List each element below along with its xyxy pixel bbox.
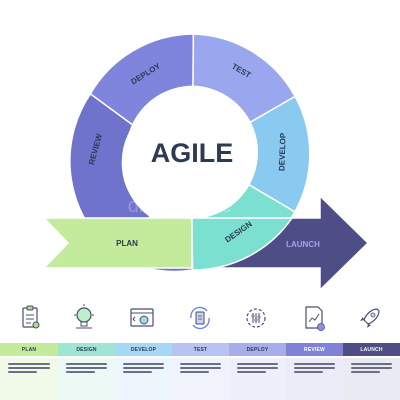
- code-window-icon: [130, 308, 154, 327]
- bar-design: DESIGN: [58, 343, 115, 356]
- note-develop: [115, 358, 172, 400]
- agile-title: AGILE: [151, 138, 234, 168]
- note-launch: [343, 358, 400, 400]
- bar-test: TEST: [172, 343, 229, 356]
- note-deploy: [229, 358, 286, 400]
- clipboard-icon: [22, 305, 40, 329]
- gear-sliders-icon: [246, 308, 266, 328]
- lightbulb-icon: [74, 304, 94, 329]
- note-design: [58, 358, 115, 400]
- center-circle: [126, 86, 258, 218]
- report-icon: [305, 306, 325, 331]
- develop-label: DEVELOP: [277, 132, 287, 171]
- phase-bar: PLAN DESIGN DEVELOP TEST DEPLOY REVIEW L…: [0, 343, 400, 356]
- watermark: dreamstime: [128, 195, 232, 217]
- bar-develop: DEVELOP: [115, 343, 172, 356]
- rocket-icon: [360, 308, 380, 328]
- notes-row: [0, 358, 400, 400]
- bar-launch: LAUNCH: [343, 343, 400, 356]
- bar-review: REVIEW: [286, 343, 343, 356]
- note-review: [286, 358, 343, 400]
- launch-label: LAUNCH: [286, 240, 320, 249]
- bar-plan: PLAN: [0, 343, 58, 356]
- cycle-checklist-icon: [190, 306, 210, 330]
- plan-label: PLAN: [116, 239, 138, 248]
- design-patch: [191, 217, 294, 271]
- bar-deploy: DEPLOY: [229, 343, 286, 356]
- note-plan: [0, 358, 58, 400]
- note-test: [172, 358, 229, 400]
- icons-row: [0, 298, 400, 338]
- plan-banner: [42, 217, 193, 269]
